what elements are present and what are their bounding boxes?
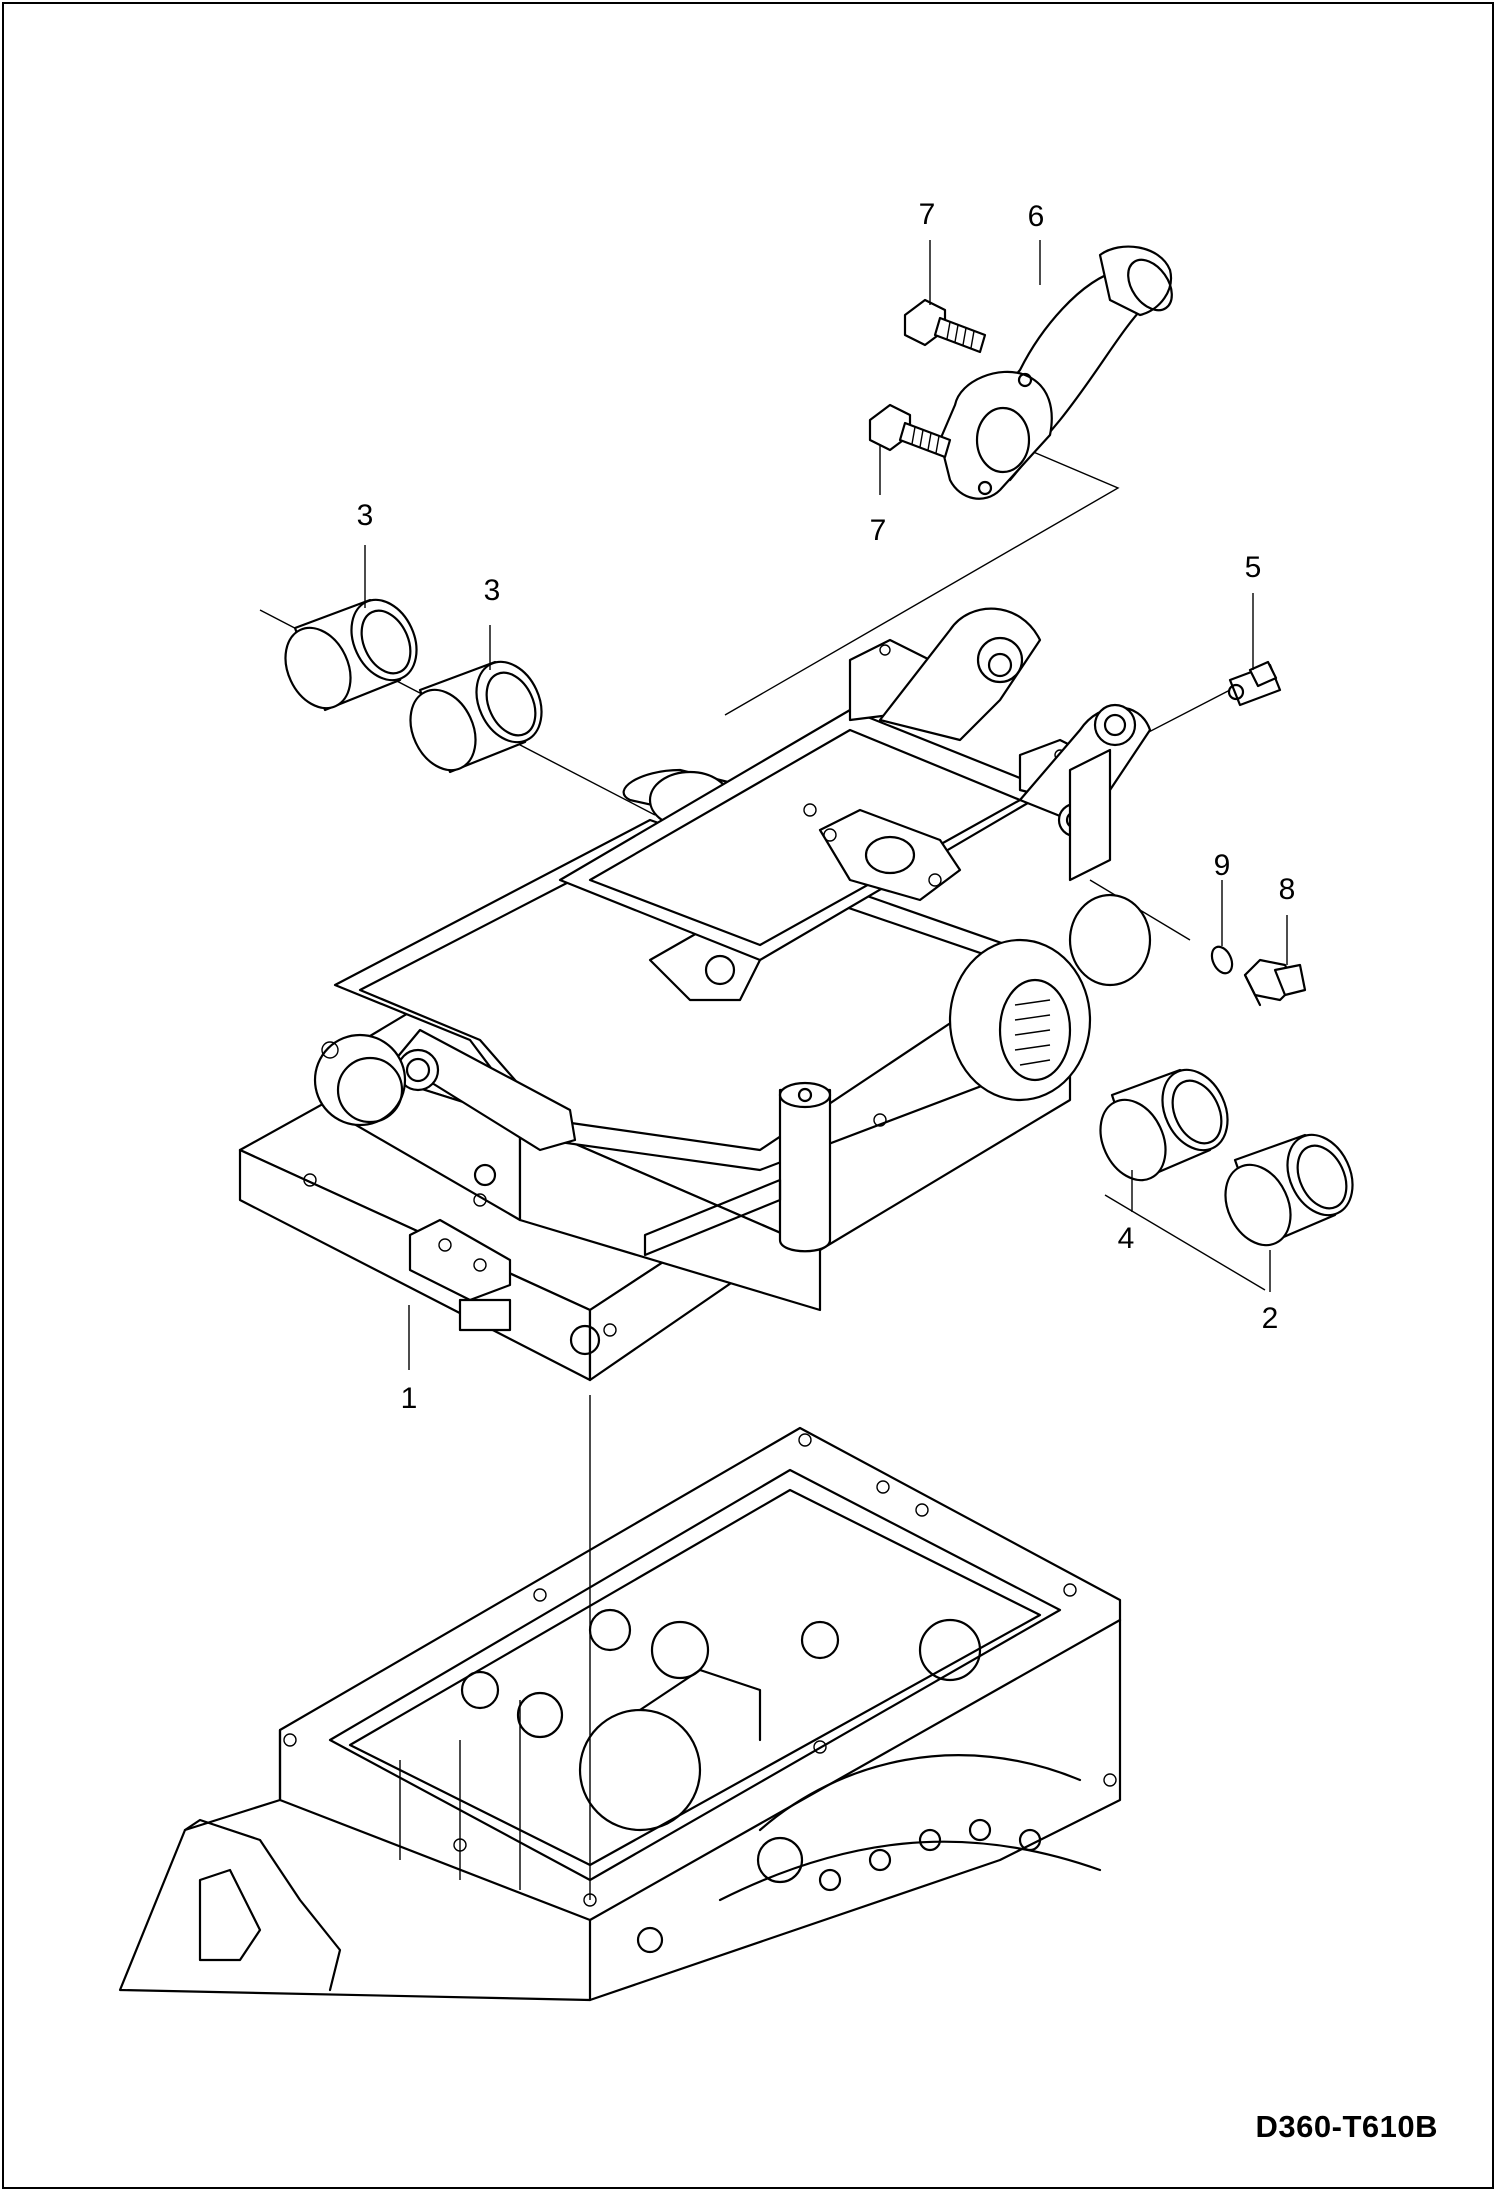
callout-7-upper: 7 [919, 198, 936, 231]
callout-9: 9 [1214, 849, 1231, 882]
callout-8: 8 [1279, 873, 1296, 906]
part-5-grease-fitting [1227, 660, 1282, 707]
part-3-bushing-lower [409, 660, 543, 774]
callout-1: 1 [401, 1382, 418, 1415]
part-7-bolt-upper [903, 298, 987, 354]
part-7-bolt-lower [868, 403, 952, 459]
part-8-plug [1243, 958, 1307, 1007]
callout-6: 6 [1028, 200, 1045, 233]
transmission-housing [118, 1426, 1122, 2002]
callouts: 1 2 3 3 4 5 6 7 7 8 9 [357, 198, 1296, 1415]
part-6-elbow-pipe [938, 245, 1173, 500]
callout-3-lower: 3 [484, 574, 501, 607]
callout-3-upper: 3 [357, 499, 374, 532]
part-1-lift-housing [238, 607, 1152, 1382]
part-2-bushing [1224, 1133, 1354, 1247]
drawing-code: D360-T610B [1255, 2109, 1438, 2144]
part-4-bushing [1099, 1068, 1229, 1182]
part-3-bushing-upper [284, 598, 418, 712]
callout-5: 5 [1245, 551, 1262, 584]
part-9-o-ring [1210, 945, 1234, 975]
leader-lines [364, 240, 1288, 1370]
callout-7-lower: 7 [870, 514, 887, 547]
callout-2: 2 [1262, 1302, 1279, 1335]
callout-4: 4 [1118, 1222, 1135, 1255]
